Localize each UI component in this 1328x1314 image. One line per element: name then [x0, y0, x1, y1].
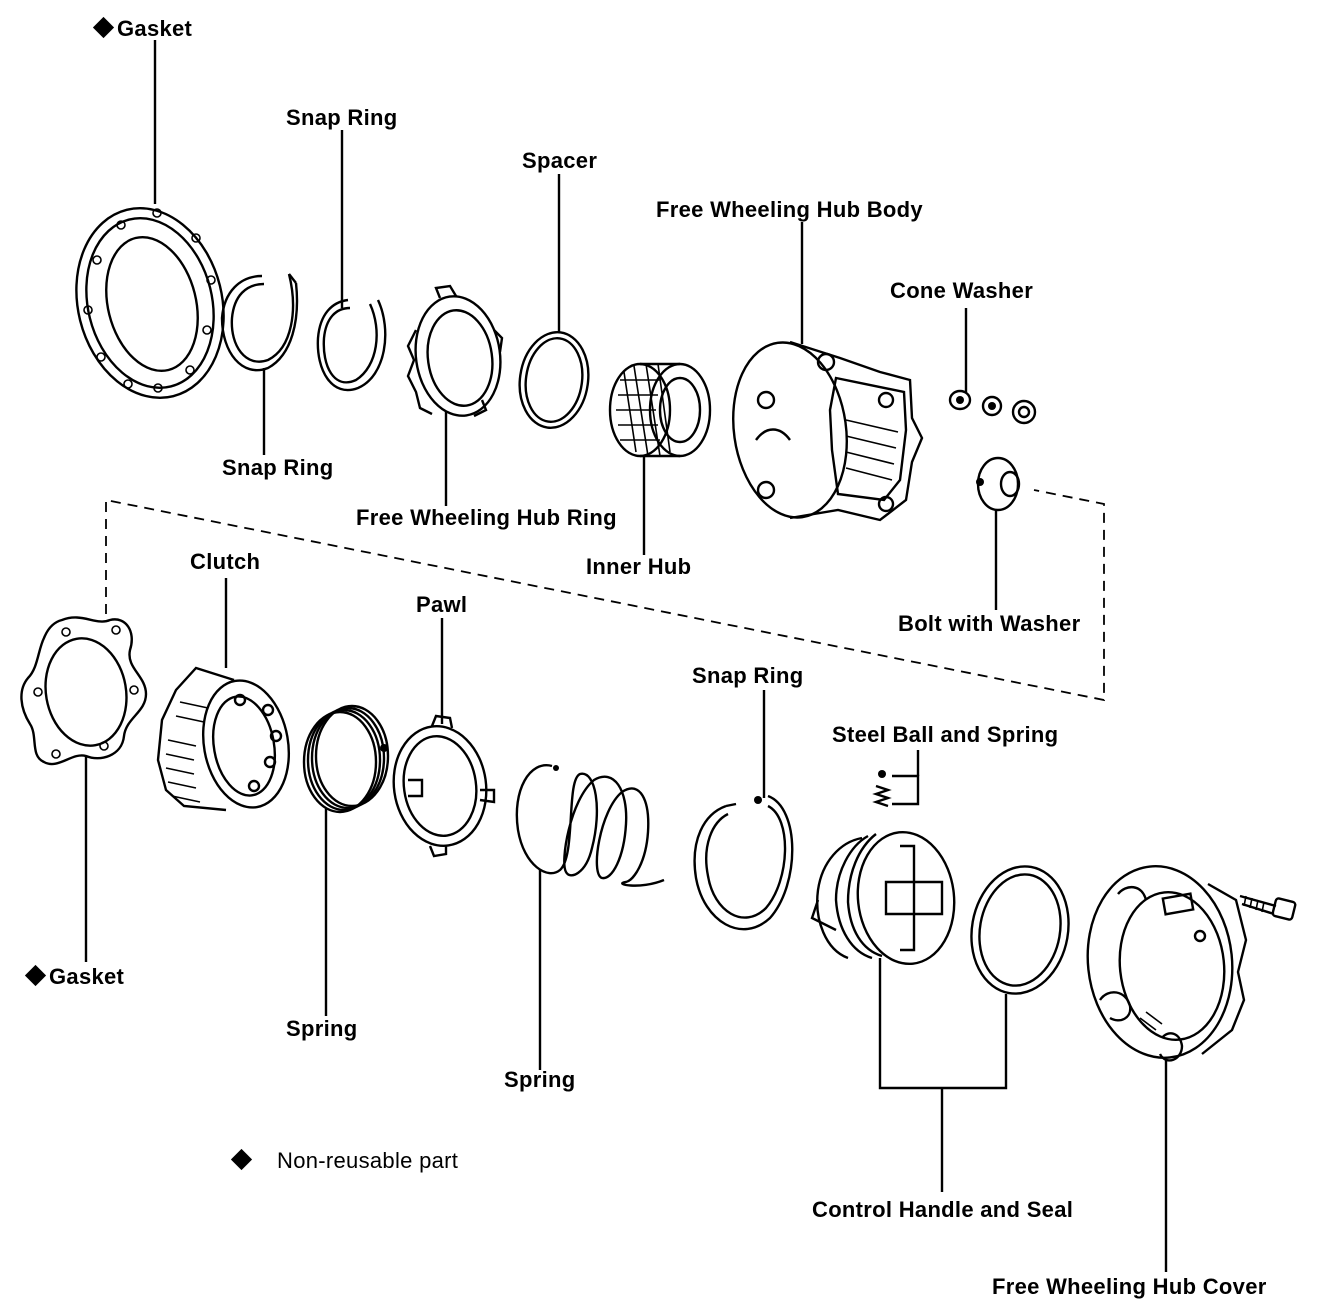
- hub-cover-label: Free Wheeling Hub Cover: [992, 1274, 1267, 1299]
- inner-hub-part: [608, 362, 712, 458]
- steel-ball-spring-label: Steel Ball and Spring: [832, 722, 1059, 747]
- spring-1-label: Spring: [286, 1016, 358, 1041]
- pawl-part: [392, 714, 496, 858]
- cone-washer-label: Cone Washer: [890, 278, 1034, 303]
- spring-2-part: [515, 764, 665, 887]
- gasket-top-part: [75, 207, 225, 399]
- gasket-top-label: Gasket: [92, 16, 192, 40]
- gasket-bottom-part: [20, 616, 148, 766]
- hub-ring-part: [406, 284, 504, 418]
- spacer-label: Spacer: [522, 148, 598, 173]
- cover-bolt-part: [1239, 894, 1297, 921]
- cone-washer-part: [948, 389, 1037, 425]
- legend-label: Non-reusable part: [230, 1148, 458, 1172]
- clutch-label: Clutch: [190, 549, 261, 574]
- steel-ball-spring-part: [872, 770, 920, 808]
- bolt-with-washer-part: [976, 456, 1021, 512]
- bolt-with-washer-label: Bolt with Washer: [898, 611, 1081, 636]
- spring-2-label: Spring: [504, 1067, 576, 1092]
- snap-ring-left-label: Snap Ring: [222, 455, 334, 480]
- inner-hub-label: Inner Hub: [586, 554, 692, 579]
- hub-body-label: Free Wheeling Hub Body: [656, 197, 923, 222]
- control-handle-part: [810, 830, 956, 966]
- hub-cover-part: [1086, 865, 1248, 1062]
- pawl-label: Pawl: [416, 592, 468, 617]
- gasket-bottom-label: Gasket: [24, 964, 124, 988]
- hub-body-part: [732, 340, 924, 522]
- diamond-icon: [92, 16, 115, 39]
- diamond-icon: [24, 964, 47, 987]
- clutch-part: [156, 666, 291, 812]
- spring-1-part: [302, 704, 390, 814]
- snap-ring-top-label: Snap Ring: [286, 105, 398, 130]
- diamond-icon: [230, 1148, 253, 1171]
- snap-ring-lower-label: Snap Ring: [692, 663, 804, 688]
- control-handle-seal-label: Control Handle and Seal: [812, 1197, 1074, 1222]
- hub-ring-label: Free Wheeling Hub Ring: [356, 505, 617, 530]
- snap-ring-lower-part: [693, 794, 794, 931]
